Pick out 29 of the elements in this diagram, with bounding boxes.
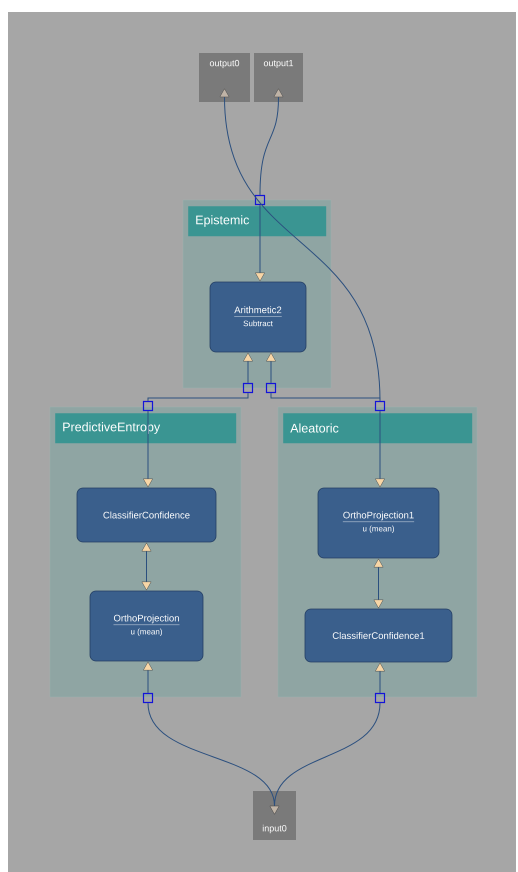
port-square (254, 194, 266, 206)
port-square (266, 382, 276, 394)
terminal-box: output1 (254, 53, 303, 102)
connector (270, 702, 380, 815)
terminal-box: input0 (253, 791, 296, 840)
process-box: ClassifierConfidence1 (304, 608, 452, 662)
connector (143, 410, 153, 488)
terminal-box: output0 (199, 53, 250, 102)
process-box: OrthoProjection u (mean) (90, 590, 204, 662)
connector (375, 410, 385, 488)
connector (266, 352, 276, 384)
port-square (374, 400, 386, 412)
connector (375, 662, 385, 694)
process-box: OrthoProjection1 u (mean) (318, 488, 440, 558)
connector (148, 392, 248, 402)
port-square (142, 692, 154, 704)
connector (220, 88, 380, 402)
port-square (374, 692, 386, 704)
connector (255, 204, 265, 282)
connector (260, 88, 284, 196)
connector (142, 542, 152, 590)
connector (374, 558, 384, 608)
process-box: ClassifierConfidence (76, 488, 216, 542)
port-square (142, 400, 154, 412)
process-box: Arithmetic2 Subtract (210, 282, 306, 352)
port-square (242, 382, 254, 394)
connector (270, 392, 380, 402)
connector (243, 352, 253, 384)
connector (143, 662, 153, 694)
